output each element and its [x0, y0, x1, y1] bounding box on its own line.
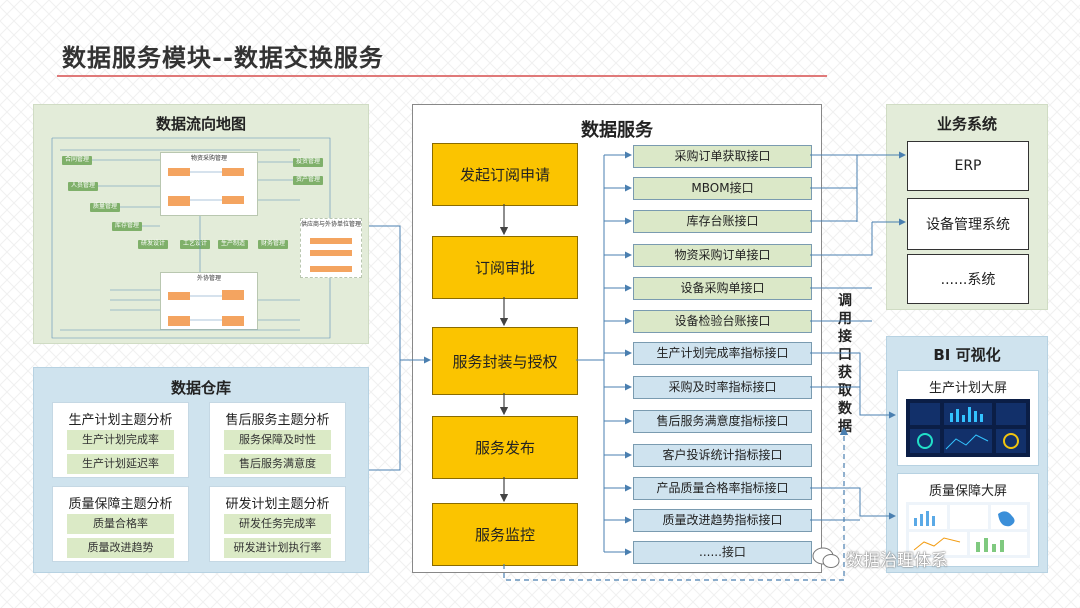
warehouse-group-production: 生产计划主题分析 生产计划完成率 生产计划延迟率: [52, 402, 189, 478]
node-outsourcing: 外协管理: [160, 272, 258, 330]
interface-inventory-ledger: 库存台账接口: [633, 210, 812, 233]
wechat-icon: [812, 547, 840, 569]
call-interface-char: 数: [838, 401, 852, 417]
supplier-sub-3: [310, 266, 352, 272]
node-quality: 质量管理: [90, 203, 120, 212]
step-subscribe-approval: 订阅审批: [432, 236, 578, 299]
call-interface-char: 用: [838, 311, 852, 327]
page-title: 数据服务模块--数据交换服务: [62, 44, 384, 72]
step-subscribe-request: 发起订阅申请: [432, 143, 578, 206]
call-interface-char: 获: [838, 365, 852, 381]
system-more: ......系统: [907, 254, 1029, 304]
interface-quality-trend: 质量改进趋势指标接口: [633, 509, 812, 532]
node-finance: 财务管理: [258, 240, 288, 249]
interface-purchase-order: 采购订单获取接口: [633, 145, 812, 168]
group-item: 质量改进趋势: [67, 538, 174, 558]
group-item: 生产计划延迟率: [67, 454, 174, 474]
bi-card-title: 生产计划大屏: [928, 381, 1007, 396]
node-outsourcing-label: 外协管理: [196, 275, 221, 282]
call-interface-char: 调: [838, 293, 852, 309]
step-encapsulate-authorize: 服务封装与授权: [432, 327, 578, 395]
call-interface-char: 取: [838, 383, 852, 399]
group-title: 研发计划主题分析: [225, 497, 330, 512]
bi-card-quality: 质量保障大屏: [897, 473, 1039, 567]
group-title: 售后服务主题分析: [225, 413, 330, 428]
node-asset: 资产管理: [293, 176, 323, 185]
dashboard-thumbnail-light: [906, 502, 1030, 558]
business-title: 业务系统: [936, 115, 997, 133]
flow-map-lines: [51, 137, 331, 339]
service-title: 数据服务: [581, 120, 653, 141]
step-publish: 服务发布: [432, 416, 578, 479]
procurement-sub-4: [222, 196, 244, 204]
interface-equipment-purchase: 设备采购单接口: [633, 277, 812, 300]
bi-title: BI 可视化: [933, 346, 1001, 364]
bi-card-title: 质量保障大屏: [928, 484, 1007, 499]
group-item: 研发进计划执行率: [224, 538, 331, 558]
interface-aftersales-satisfaction: 售后服务满意度指标接口: [633, 410, 812, 433]
procurement-sub-2: [222, 168, 244, 176]
interface-production-plan-rate: 生产计划完成率指标接口: [633, 342, 812, 365]
group-item: 生产计划完成率: [67, 430, 174, 450]
warehouse-title: 数据仓库: [170, 379, 231, 397]
interface-quality-pass-rate: 产品质量合格率指标接口: [633, 477, 812, 500]
node-invest: 投资管理: [293, 158, 323, 167]
flow-map-title: 数据流向地图: [155, 115, 246, 133]
title-underline: [57, 75, 827, 77]
group-item: 服务保障及时性: [224, 430, 331, 450]
interface-equipment-inspection: 设备检验台账接口: [633, 310, 812, 333]
node-production: 生产制造: [218, 240, 248, 249]
supplier-sub-1: [310, 238, 352, 244]
node-supplier-label: 供应商与外协单位管理: [301, 221, 362, 228]
group-title: 质量保障主题分析: [68, 497, 173, 512]
dashboard-thumbnail-dark: [906, 399, 1030, 457]
warehouse-group-aftersales: 售后服务主题分析 服务保障及时性 售后服务满意度: [209, 402, 346, 478]
group-title: 生产计划主题分析: [68, 413, 173, 428]
node-procurement-label: 物资采购管理: [190, 155, 227, 162]
procurement-sub-3: [168, 196, 190, 206]
supplier-sub-2: [310, 250, 352, 256]
group-item: 研发任务完成率: [224, 514, 331, 534]
node-contract: 合同管理: [62, 156, 92, 165]
outsourcing-sub-4: [222, 316, 244, 326]
node-process: 工艺设计: [180, 240, 210, 249]
call-interface-char: 接: [838, 329, 852, 345]
watermark-text: 数据治理体系: [846, 551, 948, 571]
node-rd: 研发设计: [138, 240, 168, 249]
interface-mbom: MBOM接口: [633, 177, 812, 200]
node-personnel: 人员管理: [68, 182, 98, 191]
group-item: 质量合格率: [67, 514, 174, 534]
warehouse-group-rd: 研发计划主题分析 研发任务完成率 研发进计划执行率: [209, 486, 346, 562]
group-item: 售后服务满意度: [224, 454, 331, 474]
outsourcing-sub-3: [168, 316, 190, 326]
interface-procurement-timeliness: 采购及时率指标接口: [633, 376, 812, 399]
interface-more: ......接口: [633, 541, 812, 564]
warehouse-group-quality: 质量保障主题分析 质量合格率 质量改进趋势: [52, 486, 189, 562]
bi-card-production: 生产计划大屏: [897, 370, 1039, 466]
interface-complaint-stats: 客户投诉统计指标接口: [633, 444, 812, 467]
interface-material-purchase: 物资采购订单接口: [633, 244, 812, 267]
step-monitor: 服务监控: [432, 503, 578, 566]
outsourcing-sub-1: [168, 292, 190, 300]
procurement-sub-1: [168, 168, 190, 176]
call-interface-label: 调 用 接 口 获 取 数 据: [836, 292, 854, 436]
node-inventory: 库存管理: [112, 222, 142, 231]
call-interface-char: 据: [838, 419, 852, 435]
outsourcing-sub-2: [222, 290, 244, 300]
system-equipment: 设备管理系统: [907, 198, 1029, 250]
system-erp: ERP: [907, 141, 1029, 191]
call-interface-char: 口: [838, 347, 852, 363]
